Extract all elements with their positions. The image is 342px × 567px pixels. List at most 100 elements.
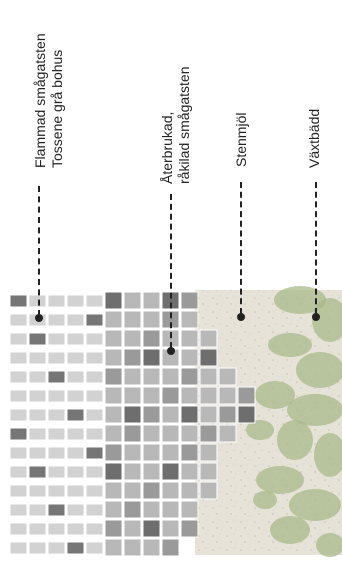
flamed-sett (85, 503, 104, 517)
reclaimed-sett (180, 500, 199, 519)
reclaimed-sett (218, 386, 237, 405)
reclaimed-sett (199, 348, 218, 367)
flamed-sett (47, 503, 66, 517)
flamed-sett (9, 294, 28, 308)
flamed-sett (47, 446, 66, 460)
planting-foliage (296, 352, 342, 388)
reclaimed-sett (161, 462, 180, 481)
reclaimed-sett (180, 424, 199, 443)
flamed-sett (66, 408, 85, 422)
reclaimed-sett (180, 291, 199, 310)
reclaimed-sett (180, 443, 199, 462)
flamed-sett (9, 522, 28, 536)
reclaimed-sett (142, 310, 161, 329)
flamed-sett (66, 294, 85, 308)
marker-dot-flammad (35, 314, 43, 322)
flamed-sett (9, 389, 28, 403)
reclaimed-sett (123, 348, 142, 367)
reclaimed-sett (104, 386, 123, 405)
flamed-sett (85, 408, 104, 422)
reclaimed-sett (161, 424, 180, 443)
flamed-sett (85, 427, 104, 441)
flamed-sett (85, 484, 104, 498)
reclaimed-sett (142, 405, 161, 424)
reclaimed-sett (123, 310, 142, 329)
planting-foliage (255, 381, 295, 409)
reclaimed-sett (142, 519, 161, 538)
leader-line-flammad (38, 186, 40, 316)
reclaimed-sett (142, 443, 161, 462)
planting-foliage (314, 433, 342, 477)
marker-dot-vaxtbadd (312, 313, 320, 321)
flamed-sett (85, 332, 104, 346)
flammad-smagatsten-area (9, 294, 104, 555)
reclaimed-sett (180, 348, 199, 367)
planting-foliage (274, 286, 326, 314)
planting-foliage (312, 298, 342, 342)
reclaimed-sett (123, 424, 142, 443)
reclaimed-sett (199, 481, 218, 500)
reclaimed-sett (180, 481, 199, 500)
reclaimed-sett (199, 367, 218, 386)
reclaimed-sett (123, 500, 142, 519)
planting-foliage (277, 420, 313, 460)
flamed-sett (28, 408, 47, 422)
reclaimed-sett (161, 386, 180, 405)
reclaimed-sett (199, 386, 218, 405)
reclaimed-sett (104, 481, 123, 500)
flamed-sett (9, 332, 28, 346)
reclaimed-sett (180, 405, 199, 424)
reclaimed-sett (123, 386, 142, 405)
reclaimed-sett (142, 500, 161, 519)
flamed-sett (47, 541, 66, 555)
reclaimed-sett (142, 538, 161, 557)
flamed-sett (85, 522, 104, 536)
reclaimed-sett (104, 367, 123, 386)
flamed-sett (85, 370, 104, 384)
flamed-sett (66, 522, 85, 536)
flamed-sett (85, 541, 104, 555)
reclaimed-sett (123, 519, 142, 538)
flamed-sett (66, 313, 85, 327)
flamed-sett (47, 522, 66, 536)
flamed-sett (85, 294, 104, 308)
flamed-sett (47, 351, 66, 365)
flamed-sett (85, 389, 104, 403)
flamed-sett (28, 484, 47, 498)
reclaimed-sett (142, 348, 161, 367)
flamed-sett (66, 446, 85, 460)
flamed-sett (28, 465, 47, 479)
flamed-sett (47, 427, 66, 441)
flamed-sett (9, 541, 28, 555)
flamed-sett (9, 351, 28, 365)
reclaimed-sett (142, 386, 161, 405)
flamed-sett (28, 522, 47, 536)
flamed-sett (9, 446, 28, 460)
flamed-sett (66, 370, 85, 384)
flamed-sett (47, 294, 66, 308)
planting-foliage (287, 394, 342, 426)
flamed-sett (47, 370, 66, 384)
planting-foliage (253, 491, 277, 509)
label-stenmjol: Stenmjöl (233, 112, 249, 167)
vaxtbadd-area (246, 286, 342, 557)
flamed-sett (85, 351, 104, 365)
reclaimed-sett (123, 291, 142, 310)
flamed-sett (9, 408, 28, 422)
reclaimed-sett (104, 500, 123, 519)
flamed-sett (47, 465, 66, 479)
flamed-sett (47, 484, 66, 498)
aterbrukad-smagatsten-area (104, 291, 256, 557)
flamed-sett (9, 484, 28, 498)
flamed-sett (9, 427, 28, 441)
flamed-sett (47, 408, 66, 422)
reclaimed-sett (123, 538, 142, 557)
reclaimed-sett (142, 329, 161, 348)
planting-foliage (270, 516, 310, 544)
reclaimed-sett (104, 405, 123, 424)
reclaimed-sett (142, 291, 161, 310)
reclaimed-sett (237, 405, 256, 424)
flamed-sett (47, 332, 66, 346)
flamed-sett (85, 446, 104, 460)
